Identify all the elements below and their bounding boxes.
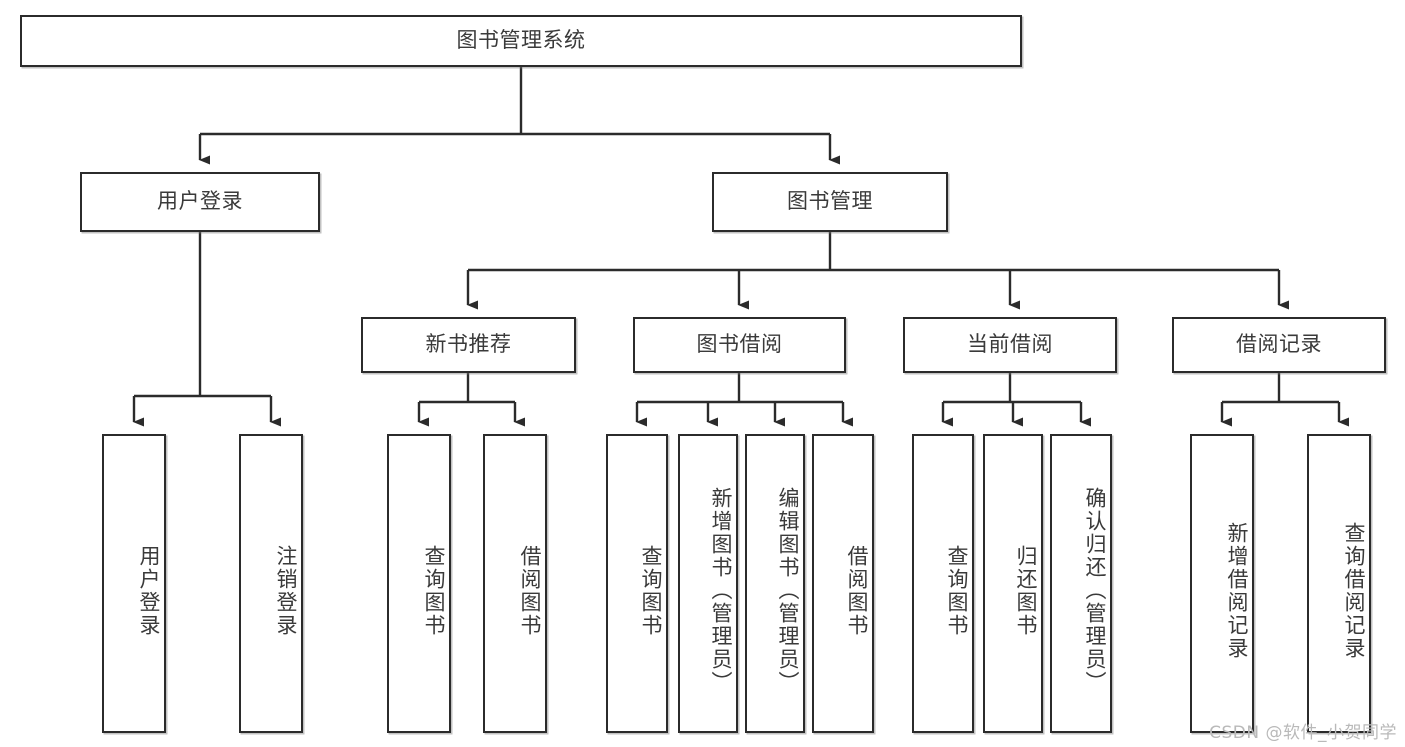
node-leaf-confirm-return[interactable]: 确认归还（管理员） — [1050, 434, 1112, 733]
node-leaf-add-book[interactable]: 新增图书（管理员） — [678, 434, 738, 733]
node-leaf-add-book-label: 新增图书（管理员） — [709, 487, 733, 694]
node-leaf-edit-book[interactable]: 编辑图书（管理员） — [745, 434, 805, 733]
node-leaf-query-record[interactable]: 查询借阅记录 — [1307, 434, 1371, 733]
node-current-borrow-label: 当前借阅 — [967, 332, 1053, 357]
node-leaf-query-book-2-label: 查询图书 — [639, 544, 663, 637]
node-leaf-add-record-label: 新增借阅记录 — [1225, 521, 1249, 660]
node-new-book-rec[interactable]: 新书推荐 — [361, 317, 576, 373]
node-leaf-query-book-3-label: 查询图书 — [945, 544, 969, 637]
node-new-book-rec-label: 新书推荐 — [425, 332, 512, 357]
node-user-login[interactable]: 用户登录 — [80, 172, 320, 232]
node-leaf-user-login-label: 用户登录 — [137, 544, 161, 637]
node-leaf-borrow-book-2[interactable]: 借阅图书 — [812, 434, 874, 733]
node-leaf-query-book-1[interactable]: 查询图书 — [387, 434, 451, 733]
node-borrow-record[interactable]: 借阅记录 — [1172, 317, 1386, 373]
node-book-borrow[interactable]: 图书借阅 — [633, 317, 846, 373]
node-leaf-logout[interactable]: 注销登录 — [239, 434, 303, 733]
node-root-label: 图书管理系统 — [456, 28, 586, 53]
node-book-manage[interactable]: 图书管理 — [712, 172, 948, 232]
node-book-borrow-label: 图书借阅 — [696, 332, 783, 357]
node-leaf-logout-label: 注销登录 — [274, 544, 298, 637]
node-leaf-borrow-book-1-label: 借阅图书 — [518, 544, 542, 637]
node-leaf-borrow-book-2-label: 借阅图书 — [845, 544, 869, 637]
node-leaf-return-book[interactable]: 归还图书 — [983, 434, 1043, 733]
watermark-text: CSDN @软件_小贺同学 — [1209, 723, 1397, 743]
node-leaf-query-book-3[interactable]: 查询图书 — [912, 434, 974, 733]
node-leaf-query-book-2[interactable]: 查询图书 — [606, 434, 668, 733]
node-leaf-query-book-1-label: 查询图书 — [422, 544, 446, 637]
node-leaf-borrow-book-1[interactable]: 借阅图书 — [483, 434, 547, 733]
node-leaf-user-login[interactable]: 用户登录 — [102, 434, 166, 733]
node-leaf-return-book-label: 归还图书 — [1014, 544, 1038, 637]
node-root[interactable]: 图书管理系统 — [20, 15, 1022, 67]
node-borrow-record-label: 借阅记录 — [1236, 332, 1322, 357]
node-current-borrow[interactable]: 当前借阅 — [903, 317, 1117, 373]
node-leaf-query-record-label: 查询借阅记录 — [1342, 521, 1366, 660]
node-leaf-add-record[interactable]: 新增借阅记录 — [1190, 434, 1254, 733]
node-book-manage-label: 图书管理 — [787, 189, 873, 214]
node-leaf-confirm-return-label: 确认归还（管理员） — [1083, 487, 1107, 694]
node-leaf-edit-book-label: 编辑图书（管理员） — [776, 487, 800, 694]
node-user-login-label: 用户登录 — [157, 189, 243, 214]
